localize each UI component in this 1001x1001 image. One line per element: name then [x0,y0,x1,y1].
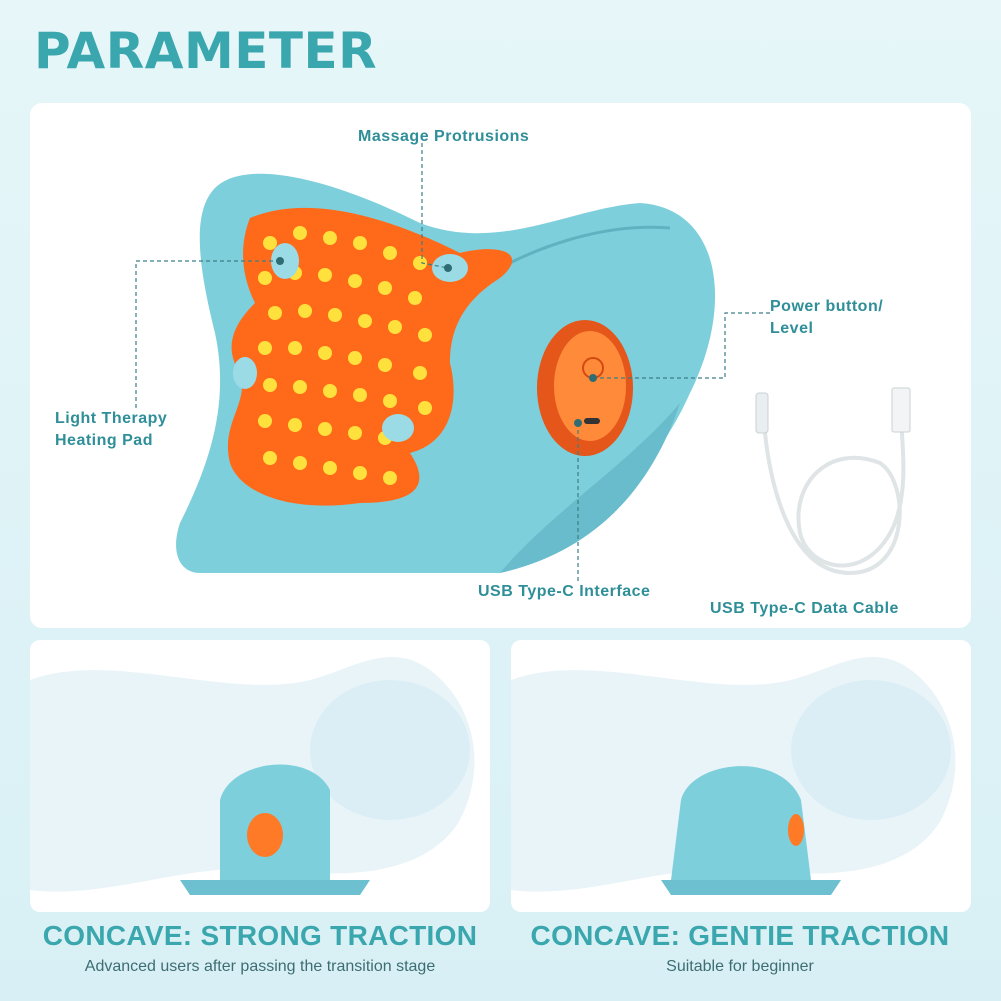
pillow-illustration [135,143,911,581]
product-panel: Massage Protrusions Power button/ Level … [30,103,971,628]
mode-panel-strong [30,640,490,912]
control-dial [537,320,633,456]
callout-data-cable: USB Type-C Data Cable [710,600,899,617]
mode-subtitle-strong: Advanced users after passing the transit… [84,958,436,975]
strong-traction-illustration [30,657,475,895]
gentle-traction-illustration [511,657,956,895]
mode-title-gentle: CONCAVE: GENTIE TRACTION [530,920,950,951]
callout-power-button: Power button/ Level [770,298,884,337]
mode-subtitle-gentle: Suitable for beginner [666,958,814,975]
mode-panel-gentle [511,640,971,912]
page-title: PARAMETER [34,22,378,80]
callout-light-therapy: Light Therapy Heating Pad [55,410,168,449]
callout-massage-protrusions: Massage Protrusions [358,128,530,145]
callout-usb-interface: USB Type-C Interface [478,583,651,600]
mode-title-strong: CONCAVE: STRONG TRACTION [42,920,478,951]
